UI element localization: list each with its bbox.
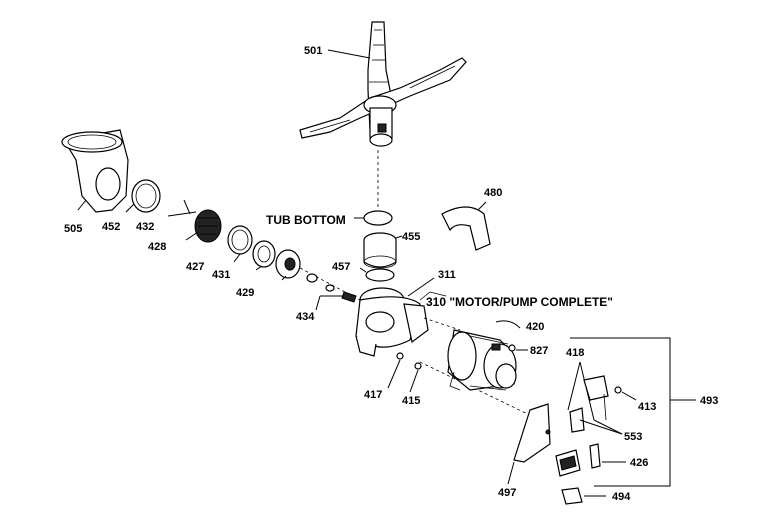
label-part-429: 429 [236, 287, 254, 299]
label-part-494: 494 [612, 491, 631, 503]
tub-bottom-gasket [354, 210, 393, 226]
part-493-bracket-frame [570, 337, 696, 487]
part-494-switch [561, 487, 606, 505]
part-497-bracket [507, 403, 551, 485]
part-457-ring [359, 267, 395, 282]
label-part-426: 426 [630, 457, 648, 469]
spray-arm-assembly [299, 21, 467, 147]
leader-427 [233, 253, 241, 263]
align-line-motor [423, 317, 461, 331]
align-line-bottom [419, 361, 541, 421]
label-part-455: 455 [402, 231, 420, 243]
label-part-497: 497 [498, 487, 516, 499]
part-418-553-springs [567, 361, 623, 435]
pump-housing-311 [355, 277, 447, 357]
label-part-417: 417 [364, 389, 382, 401]
label-part-413: 413 [638, 401, 656, 413]
label-part-452: 452 [102, 221, 120, 233]
label-part-432: 432 [136, 221, 154, 233]
part-413-screw [614, 386, 637, 401]
label-part-311: 311 [438, 269, 456, 281]
label-part-480: 480 [484, 187, 502, 199]
label-part-431: 431 [212, 269, 230, 281]
part-417-415-pins [387, 352, 422, 393]
part-431-seal [252, 240, 276, 268]
part-432-wire [167, 199, 197, 217]
leader-431 [255, 265, 263, 271]
part-505-housing [61, 129, 129, 213]
label-part-427: 427 [186, 261, 204, 273]
motor-assembly [447, 329, 517, 391]
part-429-cap [275, 249, 301, 279]
label-part-553: 553 [624, 431, 642, 443]
part-relay-block [555, 449, 581, 477]
callout-tub-bottom: TUB BOTTOM [266, 213, 346, 227]
part-452-clamp [125, 179, 161, 213]
part-827-clip [508, 344, 528, 352]
part-480-elbow [441, 201, 491, 251]
part-428-impeller [194, 209, 222, 243]
label-part-415: 415 [402, 395, 420, 407]
label-part-501: 501 [304, 45, 322, 57]
part-434-fasteners [306, 273, 357, 311]
label-part-493: 493 [700, 395, 718, 407]
part-420-hose [495, 320, 521, 329]
label-part-428: 428 [148, 241, 166, 253]
label-part-418: 418 [566, 347, 584, 359]
label-part-457: 457 [332, 261, 350, 273]
leader-429 [281, 275, 287, 281]
label-part-420: 420 [526, 321, 544, 333]
part-426-wire-clip [589, 443, 626, 469]
label-part-434: 434 [296, 311, 315, 323]
label-part-505: 505 [64, 223, 82, 235]
leader-428 [185, 231, 199, 241]
label-part-827: 827 [530, 345, 548, 357]
part-427-ring [227, 225, 253, 255]
callout-motor-pump-complete: 310 "MOTOR/PUMP COMPLETE" [426, 295, 613, 309]
part-455-collar [363, 232, 403, 269]
